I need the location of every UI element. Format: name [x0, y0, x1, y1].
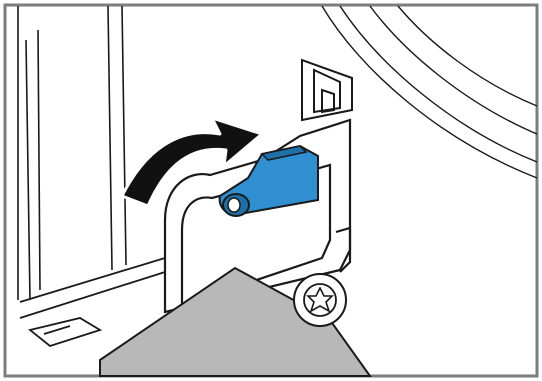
screw-icon [294, 274, 346, 326]
